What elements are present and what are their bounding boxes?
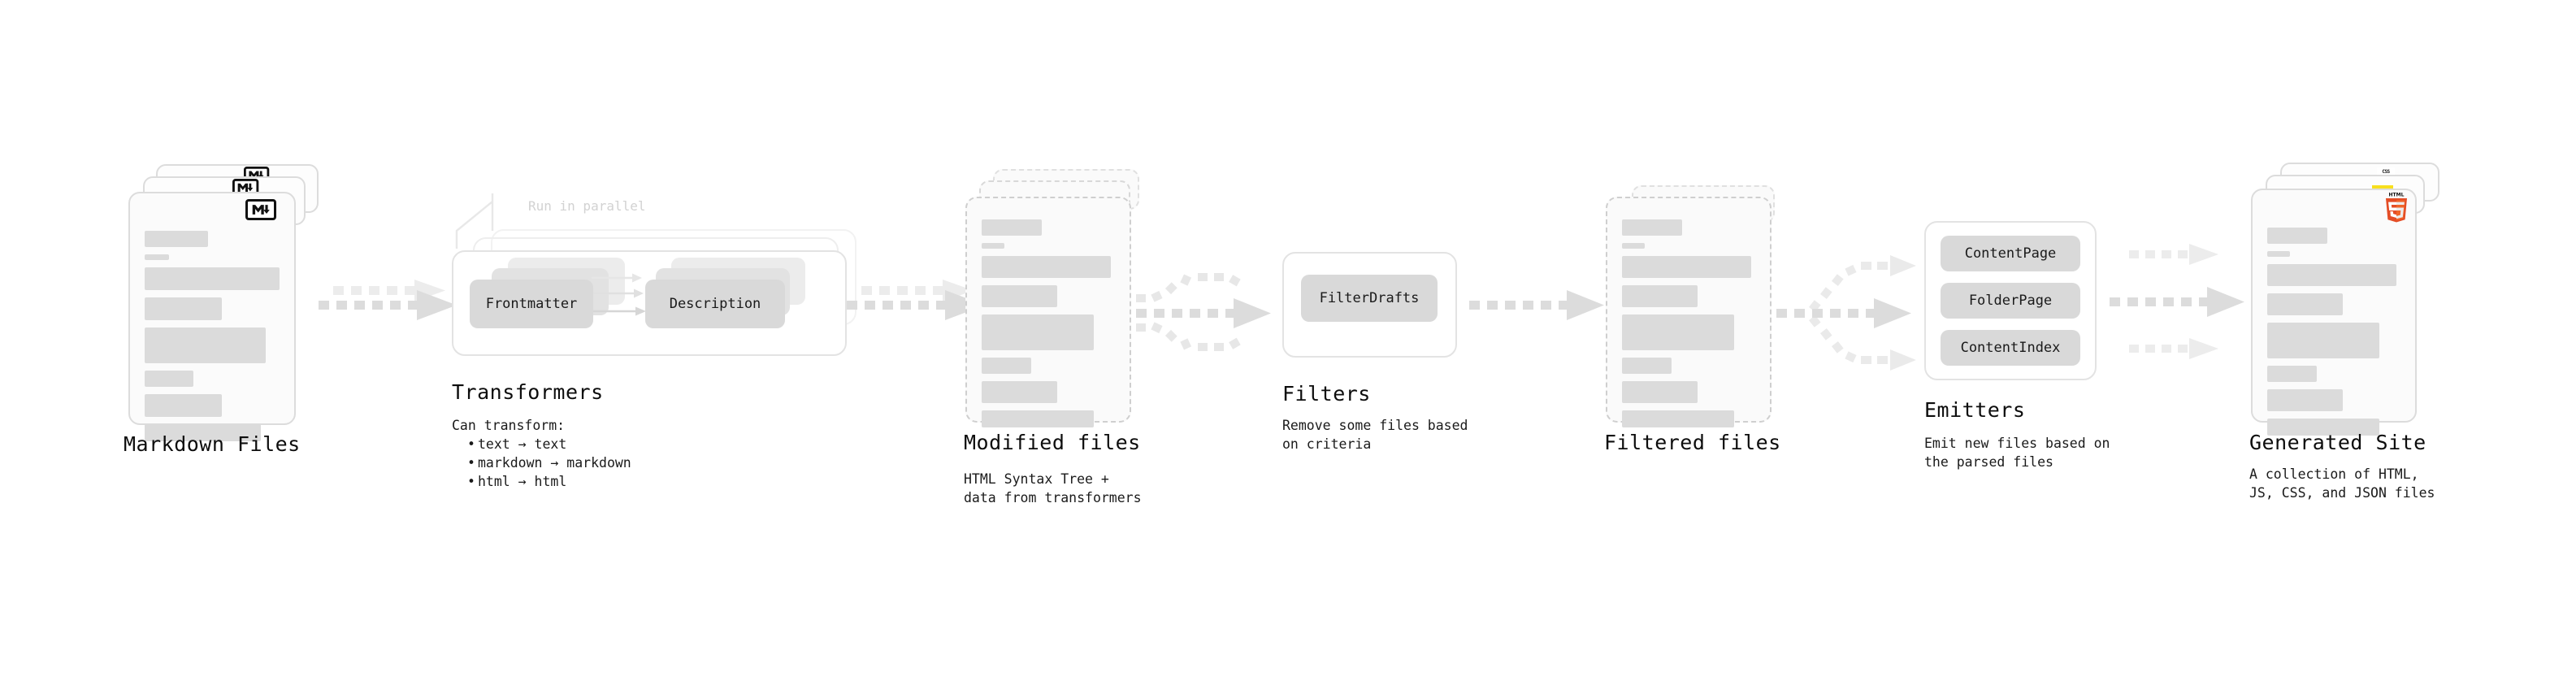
arrow-right-icon-2 [847, 280, 985, 320]
run-in-parallel-label: Run in parallel [528, 198, 646, 214]
filtered-files-title: Filtered files [1604, 431, 1781, 454]
transformers-bullet-1: text → text [467, 435, 631, 453]
filtered-file-card-front [1606, 197, 1772, 427]
transformers-title: Transformers [452, 380, 604, 404]
html5-icon: HTML [2386, 193, 2407, 223]
generated-site-placeholder-lines [2267, 228, 2400, 443]
emitters-title: Emitters [1924, 398, 2026, 422]
arrow-right-icon-5 [1776, 255, 1916, 371]
emitter-chip-contentpage[interactable]: ContentPage [1941, 236, 2080, 271]
transformers-bullets: text → text markdown → markdown html → h… [463, 435, 631, 491]
emitter-chip-folderpage[interactable]: FolderPage [1941, 283, 2080, 319]
transformer-internal-arrows [592, 273, 646, 316]
emitter-chip-contentindex[interactable]: ContentIndex [1941, 330, 2080, 366]
filters-description: Remove some files based on criteria [1282, 418, 1468, 452]
transformer-chip-frontmatter[interactable]: Frontmatter [470, 280, 593, 328]
arrow-right-icon-1 [319, 280, 457, 320]
markdown-files-title: Markdown Files [124, 432, 301, 456]
arrow-right-icon-4 [1469, 290, 1604, 320]
filters-title: Filters [1282, 382, 1371, 406]
modified-file-placeholder-lines [982, 219, 1115, 435]
generated-site-card-html [2251, 189, 2417, 436]
transformers-bullet-2: markdown → markdown [467, 453, 631, 472]
markdown-file-placeholder-lines [145, 231, 280, 449]
markdown-file-card-front [128, 192, 296, 441]
arrow-right-icon-6 [2110, 244, 2244, 359]
svg-text:HTML: HTML [2389, 193, 2405, 198]
modified-file-card-front [965, 197, 1131, 427]
transformer-chip-description[interactable]: Description [645, 280, 785, 328]
modified-files-title: Modified files [964, 431, 1141, 454]
arrow-right-icon-3 [1136, 273, 1271, 351]
markdown-icon [245, 199, 276, 220]
generated-site-description: A collection of HTML, JS, CSS, and JSON … [2249, 466, 2435, 501]
filter-chip-filterdrafts[interactable]: FilterDrafts [1301, 275, 1438, 322]
emitters-description: Emit new files based on the parsed files [1924, 436, 2110, 470]
transformers-bullet-3: html → html [467, 472, 631, 491]
run-in-parallel-bracket [455, 193, 494, 249]
generated-site-title: Generated Site [2249, 431, 2426, 454]
filtered-file-placeholder-lines [1622, 219, 1755, 435]
transformers-description: Can transform: [452, 418, 566, 433]
modified-files-description: HTML Syntax Tree + data from transformer… [964, 471, 1142, 505]
